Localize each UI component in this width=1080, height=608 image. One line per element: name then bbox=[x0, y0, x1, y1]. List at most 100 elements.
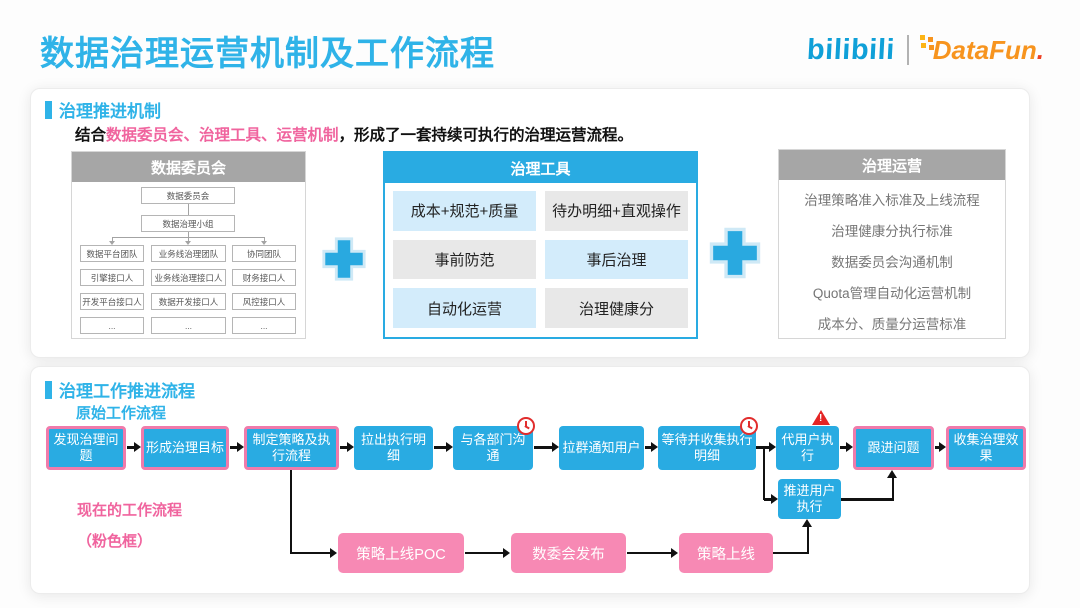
current-flow-sublabel: （粉色框） bbox=[77, 533, 153, 550]
current-flow-label: 现在的工作流程 bbox=[77, 502, 183, 519]
org-cell: 开发平台接口人 bbox=[80, 293, 144, 310]
tool-cell: 自动化运营 bbox=[393, 288, 536, 328]
operations-box: 治理运营 治理策略准入标准及上线流程 治理健康分执行标准 数据委员会沟通机制 Q… bbox=[778, 149, 1006, 339]
org-chart: 数据委员会 数据治理小组 数据平台团队 业务线治理团队 协同团队 引擎接口人 业… bbox=[72, 182, 305, 338]
flow-step-form-goals: 形成治理目标 bbox=[141, 426, 229, 470]
connector bbox=[756, 446, 765, 449]
flow-arrow bbox=[935, 446, 940, 449]
logo-divider bbox=[906, 35, 909, 65]
flow-arrow bbox=[434, 446, 447, 449]
org-cell: 业务线治理团队 bbox=[151, 245, 226, 262]
logo-area: bilibili DataFun . bbox=[806, 30, 1044, 70]
panel-governance-mechanism: 治理推进机制 结合数据委员会、治理工具、运营机制，形成了一套持续可执行的治理运营… bbox=[30, 88, 1030, 358]
org-cell: 业务线治理接口人 bbox=[151, 269, 226, 286]
connector bbox=[773, 551, 809, 554]
flow-step-discover-issues: 发现治理问题 bbox=[46, 426, 126, 470]
org-cell: 引擎接口人 bbox=[80, 269, 144, 286]
flow-step-collect-results: 收集治理效果 bbox=[946, 426, 1026, 470]
tools-grid: 成本+规范+质量 待办明细+直观操作 事前防范 事后治理 自动化运营 治理健康分 bbox=[385, 183, 696, 336]
org-cell: 协同团队 bbox=[232, 245, 296, 262]
tool-cell: 待办明细+直观操作 bbox=[545, 191, 688, 231]
operations-item: 成本分、质量分运营标准 bbox=[817, 316, 967, 332]
org-connector bbox=[112, 237, 113, 242]
flow-arrow bbox=[764, 446, 770, 449]
org-cell: ... bbox=[232, 317, 296, 334]
section-bar-icon bbox=[45, 380, 52, 399]
page-title: 数据治理运营机制及工作流程 bbox=[40, 35, 495, 73]
flow-step-committee-publish: 数委会发布 bbox=[511, 533, 626, 573]
flow-arrow bbox=[627, 551, 672, 554]
org-root: 数据委员会 bbox=[141, 187, 235, 204]
flow-arrow bbox=[840, 446, 847, 449]
operations-list: 治理策略准入标准及上线流程 治理健康分执行标准 数据委员会沟通机制 Quota管… bbox=[779, 180, 1005, 338]
flow-arrow bbox=[465, 551, 504, 554]
flow-step-strategy-poc: 策略上线POC bbox=[338, 533, 464, 573]
committee-title: 数据委员会 bbox=[72, 152, 305, 182]
flow-arrow bbox=[340, 446, 348, 449]
org-cell: ... bbox=[80, 317, 144, 334]
clock-icon bbox=[517, 417, 535, 435]
committee-box: 数据委员会 数据委员会 数据治理小组 数据平台团队 业务线治理团队 协同团队 引… bbox=[71, 151, 306, 339]
flow-step-collect-details: 等待并收集执行明细 bbox=[658, 417, 758, 470]
datafun-dots-icon bbox=[920, 42, 926, 48]
flow-step-execute-for-users: 代用户执行 ! bbox=[776, 410, 839, 470]
original-flow-label: 原始工作流程 bbox=[76, 405, 167, 422]
flow-step-communicate: 与各部门沟通 bbox=[453, 417, 535, 470]
flow-arrow bbox=[127, 446, 135, 449]
flow-arrow bbox=[534, 446, 553, 449]
operations-item: 治理健康分执行标准 bbox=[831, 223, 953, 239]
operations-item: Quota管理自动化运营机制 bbox=[812, 285, 972, 301]
org-cell: 数据开发接口人 bbox=[151, 293, 226, 310]
section1-header: 治理推进机制 bbox=[45, 97, 161, 122]
intro-highlight: 数据委员会、治理工具、运营机制 bbox=[106, 127, 339, 144]
flow-step-pull-details: 拉出执行明细 bbox=[354, 426, 433, 470]
org-arrow-icon bbox=[109, 241, 115, 245]
flow-step-define-strategy: 制定策略及执行流程 bbox=[244, 426, 339, 470]
operations-item: 治理策略准入标准及上线流程 bbox=[804, 192, 980, 208]
tool-cell: 成本+规范+质量 bbox=[393, 191, 536, 231]
org-group: 数据治理小组 bbox=[141, 215, 235, 232]
operations-title: 治理运营 bbox=[779, 150, 1005, 180]
flow-step-push-users: 推进用户执行 bbox=[778, 479, 841, 519]
datafun-logo: DataFun . bbox=[920, 35, 1044, 66]
panel-workflow: 治理工作推进流程 原始工作流程 现在的工作流程 （粉色框） 发现治理问题 形成治… bbox=[30, 366, 1030, 594]
tools-box: 治理工具 成本+规范+质量 待办明细+直观操作 事前防范 事后治理 自动化运营 … bbox=[383, 151, 698, 339]
connector bbox=[289, 470, 292, 554]
clock-icon bbox=[740, 417, 758, 435]
plus-icon bbox=[322, 237, 366, 281]
connector bbox=[806, 525, 809, 554]
org-connector bbox=[188, 237, 189, 242]
org-connector bbox=[188, 204, 189, 215]
org-connector bbox=[264, 237, 265, 242]
warning-icon: ! bbox=[812, 410, 830, 425]
flow-arrow bbox=[290, 551, 331, 554]
bilibili-logo: bilibili bbox=[806, 33, 896, 66]
section-bar-icon bbox=[45, 100, 52, 119]
arrow-up-icon bbox=[802, 519, 812, 527]
connector bbox=[762, 446, 765, 500]
connector bbox=[841, 498, 894, 501]
org-arrow-icon bbox=[185, 241, 191, 245]
flow-arrow bbox=[645, 446, 652, 449]
tool-cell: 事前防范 bbox=[393, 239, 536, 280]
org-arrow-icon bbox=[261, 241, 267, 245]
flow-step-notify-users: 拉群通知用户 bbox=[559, 426, 644, 470]
arrow-up-icon bbox=[887, 470, 897, 478]
operations-item: 数据委员会沟通机制 bbox=[831, 254, 953, 270]
section1-intro: 结合数据委员会、治理工具、运营机制，形成了一套持续可执行的治理运营流程。 bbox=[75, 127, 634, 144]
flow-arrow bbox=[764, 498, 772, 501]
tools-title: 治理工具 bbox=[385, 153, 696, 183]
org-cell: 数据平台团队 bbox=[80, 245, 144, 262]
flow-step-strategy-online: 策略上线 bbox=[679, 533, 773, 573]
org-cell: 财务接口人 bbox=[232, 269, 296, 286]
flow-arrow bbox=[230, 446, 238, 449]
org-cell: 风控接口人 bbox=[232, 293, 296, 310]
plus-icon bbox=[709, 227, 761, 279]
section2-header: 治理工作推进流程 bbox=[45, 377, 195, 402]
org-cell: ... bbox=[151, 317, 226, 334]
connector bbox=[891, 476, 894, 500]
flow-step-follow-up: 跟进问题 bbox=[853, 426, 934, 470]
tool-cell: 事后治理 bbox=[545, 239, 688, 280]
org-connector bbox=[188, 232, 189, 237]
